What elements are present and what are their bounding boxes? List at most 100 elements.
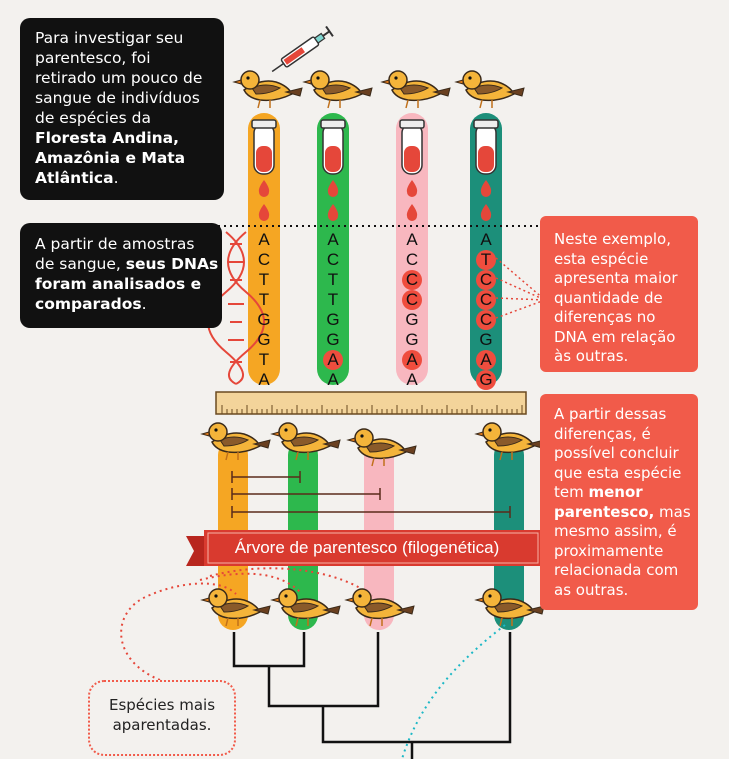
dna-base: G bbox=[475, 370, 497, 390]
dna-base: T bbox=[258, 270, 270, 289]
conclusion-bold: menor bbox=[588, 483, 643, 501]
conclusion-plain: tem bbox=[554, 483, 589, 501]
dna-base: G bbox=[326, 330, 340, 349]
conclusion-line: que esta espécie bbox=[554, 463, 682, 482]
dna-base: C bbox=[401, 270, 423, 290]
conclusion-rest: mas bbox=[654, 502, 691, 521]
conclusion-line: diferenças, é bbox=[554, 424, 651, 443]
dna-base: T bbox=[327, 270, 339, 289]
dna-base: C bbox=[405, 250, 419, 269]
dna-base: C bbox=[326, 250, 340, 269]
conclusion-line: A partir dessas bbox=[554, 405, 667, 423]
dna-base: C bbox=[475, 290, 497, 310]
bird-icon bbox=[455, 70, 525, 109]
dna-line-bold: seus DNAs bbox=[125, 255, 219, 273]
dna-base: A bbox=[401, 350, 423, 370]
tree-banner-title: Árvore de parentesco (filogenética) bbox=[234, 538, 500, 557]
intro-text-box: Para investigar seu parentesco, foi reti… bbox=[20, 18, 224, 200]
example-line: diferenças no bbox=[554, 308, 656, 326]
intro-line: sangue de indivíduos bbox=[35, 89, 200, 107]
dna-line-bold: foram analisados e bbox=[35, 275, 202, 293]
dna-base: G bbox=[257, 330, 271, 349]
dna-base: A bbox=[406, 230, 418, 249]
blood-tube bbox=[399, 119, 425, 175]
example-line: às outras. bbox=[554, 347, 629, 365]
intro-line: de espécies da bbox=[35, 109, 151, 127]
dna-base: G bbox=[405, 330, 419, 349]
dna-line-bold: comparados bbox=[35, 295, 142, 313]
example-line: quantidade de bbox=[554, 288, 663, 307]
distance-bars bbox=[231, 471, 511, 518]
dna-base: T bbox=[475, 250, 497, 270]
dna-base: G bbox=[405, 310, 419, 329]
dna-base: A bbox=[258, 370, 270, 389]
example-line: Neste exemplo, bbox=[554, 230, 671, 248]
blood-tube bbox=[473, 119, 499, 175]
related-line: Espécies mais bbox=[108, 696, 216, 714]
conclusion-text-box: A partir dessas diferenças, é possível c… bbox=[540, 394, 698, 610]
teal-dotted-line bbox=[401, 624, 506, 759]
dna-base: G bbox=[257, 310, 271, 329]
conclusion-bold: parentesco, bbox=[554, 502, 655, 521]
intro-last-line: Atlântica. bbox=[35, 168, 224, 188]
difference-connectors bbox=[495, 257, 546, 319]
bird-icon bbox=[381, 70, 451, 109]
example-line: apresenta maior bbox=[554, 269, 678, 287]
ruler-icon bbox=[215, 391, 527, 415]
dna-text-box: A partir de amostras de sangue, seus DNA… bbox=[20, 223, 222, 328]
dna-line-rest: . bbox=[141, 295, 147, 313]
conclusion-line: relacionada com bbox=[554, 561, 679, 579]
dna-base: A bbox=[258, 230, 270, 249]
intro-line: Para investigar seu bbox=[35, 29, 184, 47]
dna-base: A bbox=[322, 350, 344, 370]
conclusion-line: mesmo assim, é bbox=[554, 522, 677, 540]
intro-last-rest: . bbox=[113, 169, 119, 187]
dna-base: C bbox=[401, 290, 423, 310]
related-line: aparentadas. bbox=[112, 716, 212, 734]
intro-last-bold: Atlântica bbox=[35, 169, 114, 187]
intro-line: retirado um pouco de bbox=[35, 69, 203, 87]
blood-tube bbox=[251, 119, 277, 175]
conclusion-line: parentesco, mas bbox=[554, 503, 698, 523]
conclusion-line: as outras. bbox=[554, 580, 629, 599]
related-species-box: Espécies mais aparentadas. bbox=[88, 680, 236, 756]
dna-base: T bbox=[258, 290, 270, 309]
dna-base: A bbox=[480, 230, 492, 249]
dna-base: A bbox=[406, 370, 418, 389]
example-text-box: Neste exemplo, esta espécie apresenta ma… bbox=[540, 216, 698, 372]
dna-base: A bbox=[475, 350, 497, 370]
strip-green-top bbox=[317, 113, 349, 385]
syringe-icon bbox=[271, 25, 334, 73]
example-line: esta espécie bbox=[554, 249, 649, 268]
intro-bold-line: Amazônia e Mata bbox=[35, 149, 186, 167]
strip-pink-top bbox=[396, 113, 428, 385]
dna-line: A partir de amostras bbox=[35, 235, 195, 253]
dna-line: de sangue, seus DNAs bbox=[35, 254, 222, 274]
strip-orange-top bbox=[248, 113, 280, 385]
example-line: DNA em relação bbox=[554, 327, 676, 346]
related-arrows bbox=[120, 567, 373, 681]
conclusion-line: proximamente bbox=[554, 541, 664, 560]
dna-base: T bbox=[258, 350, 270, 369]
blood-tube bbox=[320, 119, 346, 175]
intro-bold-line: Floresta Andina, bbox=[35, 129, 180, 147]
bird-icon bbox=[303, 70, 373, 109]
phylogenetic-tree bbox=[232, 632, 512, 759]
dna-base: G bbox=[479, 330, 493, 349]
dna-base: C bbox=[475, 270, 497, 290]
dna-base: C bbox=[257, 250, 271, 269]
dna-base: C bbox=[475, 310, 497, 330]
dna-line-plain: de sangue, bbox=[35, 255, 126, 273]
conclusion-line: tem menor bbox=[554, 483, 698, 503]
dna-line: comparados. bbox=[35, 294, 222, 314]
dna-base: A bbox=[327, 370, 339, 389]
intro-line: parentesco, foi bbox=[35, 49, 151, 67]
dna-base: T bbox=[327, 290, 339, 309]
bird-icon bbox=[233, 70, 303, 109]
